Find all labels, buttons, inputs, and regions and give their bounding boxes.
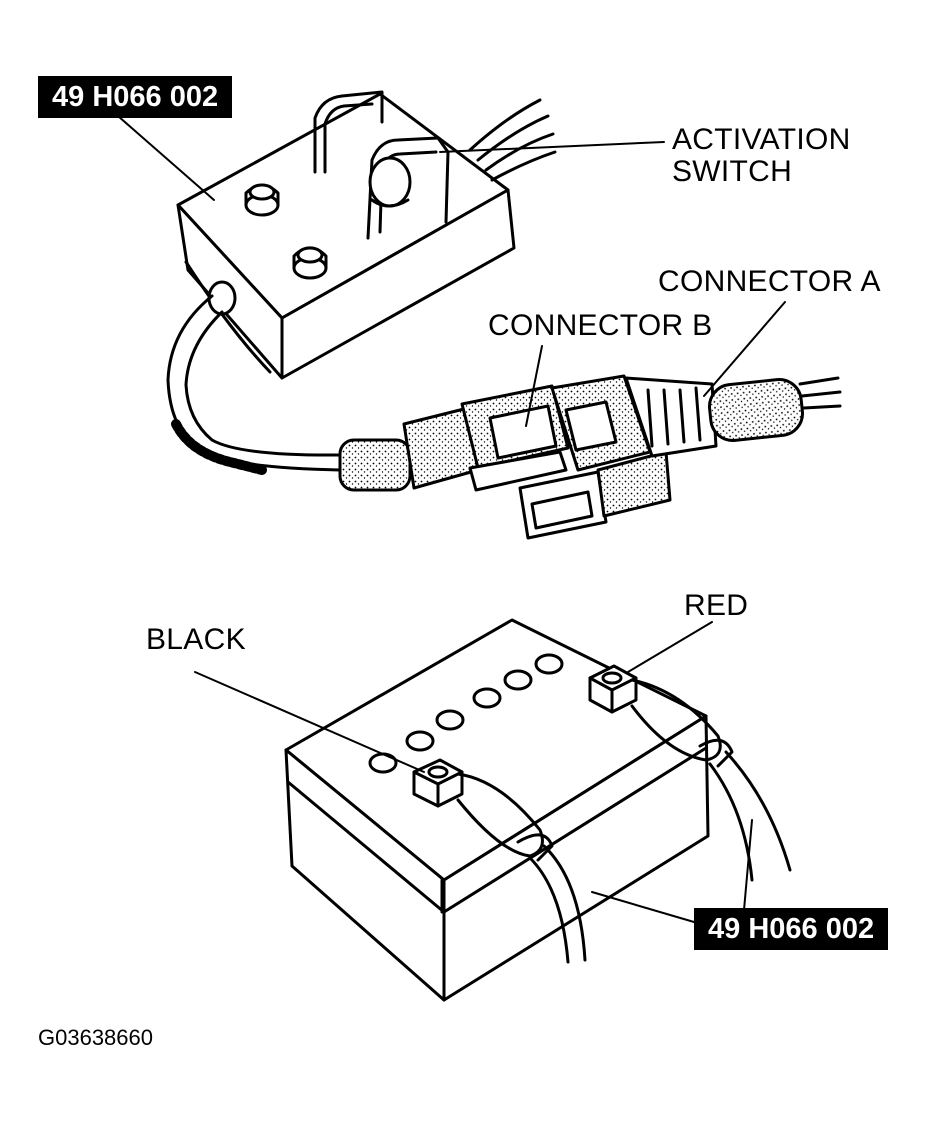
battery: [284, 618, 710, 1002]
activation-switch-label: ACTIVATION SWITCH: [672, 124, 851, 188]
leader-tool-bottom-2: [743, 819, 753, 911]
black-lead-label: BLACK: [146, 623, 246, 656]
red-lead: [724, 750, 792, 872]
activation-label-line-2: SWITCH: [672, 155, 793, 188]
cable-grommet: [207, 280, 237, 316]
cell-cap-2: [405, 730, 435, 752]
cable-sleeve-left: [338, 406, 480, 492]
knob-2: [292, 246, 328, 280]
positive-terminal: [588, 664, 734, 768]
box-handle: [313, 90, 384, 174]
negative-terminal: [412, 758, 554, 862]
leader-connector-a: [703, 301, 786, 397]
tester-box: [176, 92, 516, 380]
activation-switch: [366, 136, 450, 240]
activation-label-line-1: ACTIVATION: [672, 123, 851, 156]
connector-b-body: [460, 384, 570, 492]
knob-1: [244, 183, 280, 217]
leader-black: [194, 671, 425, 773]
black-lead: [542, 844, 587, 962]
connector-a-body: [518, 374, 672, 540]
red-lead-label: RED: [684, 589, 749, 622]
leader-activation: [439, 141, 665, 153]
box-wire-1: [468, 98, 542, 152]
connector-b-label: CONNECTOR B: [488, 309, 713, 342]
cell-cap-4: [472, 687, 502, 709]
cell-cap-5: [503, 669, 533, 691]
connector-a-label: CONNECTOR A: [658, 265, 881, 298]
cable-sleeve-right: [708, 378, 804, 442]
leader-connector-b: [525, 345, 543, 427]
leader-tool-top: [117, 115, 215, 201]
figure-code: G03638660: [38, 1025, 153, 1050]
cell-cap-1: [368, 752, 398, 774]
tool-number-label-top: 49 H066 002: [38, 76, 233, 118]
tool-number-label-bottom: 49 H066 002: [694, 908, 889, 950]
cell-cap-6: [534, 653, 564, 675]
connector-boot: [624, 376, 718, 458]
leader-red: [627, 621, 713, 673]
leader-tool-bottom-1: [591, 891, 695, 923]
cell-cap-3: [435, 709, 465, 731]
